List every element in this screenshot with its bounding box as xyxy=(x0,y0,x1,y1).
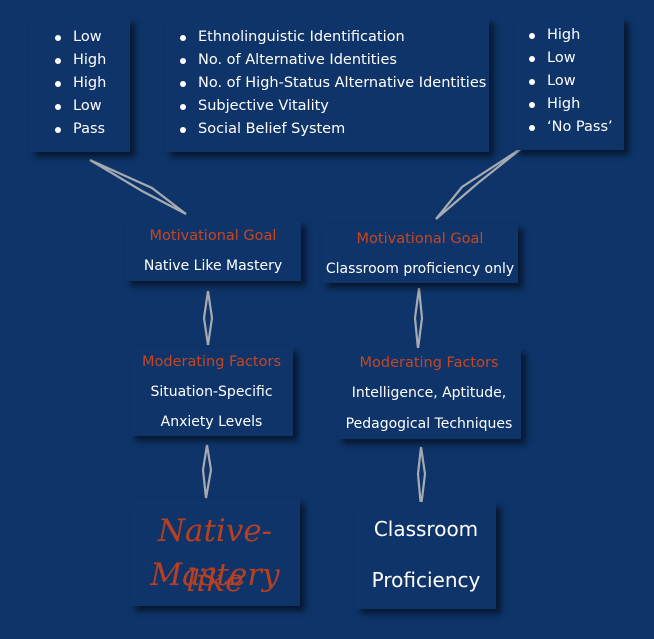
connector-right-mid xyxy=(413,287,424,350)
connector-left-mid xyxy=(202,290,214,346)
list-item: Pass xyxy=(52,118,106,141)
list-item: Low xyxy=(52,95,106,118)
moderating-box-left: Moderating Factors Situation-Specific An… xyxy=(130,347,293,436)
moderating-line2-left: Anxiety Levels xyxy=(160,414,263,430)
goal-text-right: Classroom proficiency only xyxy=(325,261,515,277)
list-item: High xyxy=(526,24,613,47)
left-values-box: Low High High Low Pass xyxy=(30,18,130,152)
moderating-line1-left: Situation-Specific xyxy=(150,384,273,400)
outcome-box-right: Classroom Proficiency xyxy=(356,502,496,609)
factors-list: Ethnolinguistic Identification No. of Al… xyxy=(177,26,486,141)
connector-right-bottom xyxy=(416,446,427,508)
list-item: Social Belief System xyxy=(177,118,486,141)
outcome-line2-right: Proficiency xyxy=(371,568,481,592)
goal-title-left: Motivational Goal xyxy=(149,228,277,244)
moderating-line2-right: Pedagogical Techniques xyxy=(345,416,513,432)
connector-left-bottom xyxy=(201,444,213,499)
moderating-title-right: Moderating Factors xyxy=(359,355,499,371)
list-item: Ethnolinguistic Identification xyxy=(177,26,486,49)
list-item: ‘No Pass’ xyxy=(526,116,613,139)
list-item: No. of Alternative Identities xyxy=(177,49,486,72)
factors-box: Ethnolinguistic Identification No. of Al… xyxy=(165,18,489,152)
outcome-line1-right: Classroom xyxy=(373,517,479,541)
list-item: High xyxy=(526,93,613,116)
list-item: Subjective Vitality xyxy=(177,95,486,118)
list-item: High xyxy=(52,49,106,72)
list-item: Low xyxy=(526,70,613,93)
outcome-line2-left: Mastery xyxy=(150,557,280,593)
left-values-list: Low High High Low Pass xyxy=(52,26,106,141)
connector-left-top xyxy=(89,158,187,215)
goal-box-right: Motivational Goal Classroom proficiency … xyxy=(322,224,518,283)
list-item: High xyxy=(52,72,106,95)
moderating-box-right: Moderating Factors Intelligence, Aptitud… xyxy=(337,348,521,439)
outcome-box-left: Native-like Mastery xyxy=(130,499,300,606)
right-values-box: High Low Low High ‘No Pass’ xyxy=(514,17,624,150)
goal-box-left: Motivational Goal Native Like Mastery xyxy=(125,221,301,281)
moderating-line1-right: Intelligence, Aptitude, xyxy=(351,385,507,401)
list-item: Low xyxy=(526,47,613,70)
connector-right-top xyxy=(435,147,523,220)
goal-title-right: Motivational Goal xyxy=(356,231,484,247)
list-item: No. of High-Status Alternative Identitie… xyxy=(177,72,486,95)
moderating-title-left: Moderating Factors xyxy=(141,354,281,370)
right-values-list: High Low Low High ‘No Pass’ xyxy=(526,24,613,139)
outcome-line1-left: Native-like xyxy=(157,513,273,599)
list-item: Low xyxy=(52,26,106,49)
goal-text-left: Native Like Mastery xyxy=(143,258,283,274)
